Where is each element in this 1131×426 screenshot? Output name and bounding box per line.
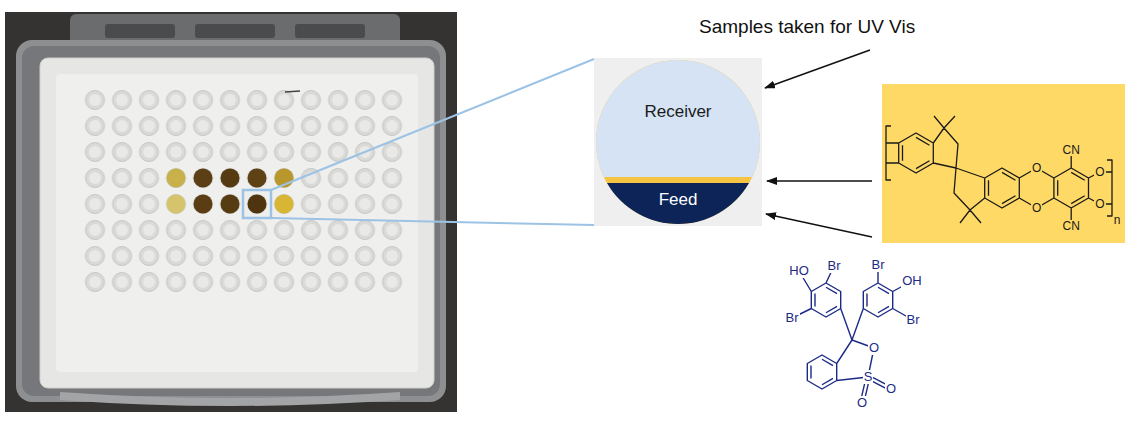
- highlight-box: [243, 190, 271, 218]
- receiver-region-fill: [596, 60, 760, 177]
- hinge-slot: [105, 24, 175, 38]
- atom-label: O: [1094, 166, 1105, 179]
- atom-label: n: [1113, 214, 1122, 227]
- leader-arrows-part: [765, 50, 870, 88]
- hinge-slot: [295, 24, 365, 38]
- atom-label: O: [885, 382, 897, 396]
- polymer-box: CN O O O O CN n: [882, 84, 1125, 243]
- pim-1-structure: [882, 84, 1125, 243]
- atom-label: HO: [788, 264, 810, 278]
- coloured-wells-part: [221, 169, 240, 188]
- coloured-wells-part: [248, 169, 267, 188]
- region-label: Receiver: [644, 102, 711, 122]
- coloured-wells-part: [221, 195, 240, 214]
- coloured-wells-part: [167, 169, 186, 188]
- holder-handle: [60, 392, 400, 406]
- coloured-wells-part: [194, 195, 213, 214]
- bench-background: [5, 12, 457, 412]
- atom-label: O: [856, 396, 868, 410]
- atom-label: Br: [827, 259, 842, 273]
- text-holder: Feed: [596, 183, 760, 210]
- wells: [82, 87, 406, 295]
- plate-mark: [285, 91, 300, 92]
- leader-arrows-part: [766, 214, 872, 237]
- bromophenol-blue-structure: [792, 265, 913, 403]
- atom-label: Br: [871, 258, 886, 272]
- region-label: Feed: [659, 190, 698, 210]
- bromophenol-blue-structure-part: [792, 265, 913, 403]
- atom-label: O: [868, 341, 880, 355]
- coloured-wells-part: [275, 195, 294, 214]
- feed-region: Feed: [596, 183, 760, 224]
- zoom-background: [594, 58, 762, 226]
- plate-top: [56, 74, 418, 372]
- coloured-wells-part: [167, 195, 186, 214]
- zoom-lines-part: [271, 218, 594, 225]
- atom-label: OH: [901, 274, 923, 288]
- feed-region-fill: [607, 183, 749, 224]
- annotation-text: Samples taken for UV Vis: [698, 17, 916, 37]
- coloured-wells-part: [248, 195, 267, 214]
- polymer-bonds: [886, 116, 1112, 223]
- receiver-region: Receiver: [596, 60, 760, 177]
- coloured-wells-part: [194, 169, 213, 188]
- atom-label: Br: [906, 313, 921, 327]
- coloured-wells: [167, 169, 294, 214]
- leader-arrows: [765, 50, 872, 237]
- text-holder: Receiver: [596, 60, 760, 122]
- atom-label: CN: [1062, 220, 1081, 233]
- atom-label: Br: [785, 311, 800, 325]
- atom-label: O: [1094, 198, 1105, 211]
- atom-label: O: [1031, 202, 1042, 215]
- zoom-lines-part: [271, 59, 594, 190]
- atom-label: CN: [1062, 144, 1081, 157]
- atom-label: S: [863, 370, 874, 384]
- leader-arrows-part: [767, 180, 872, 182]
- plate-photo: [5, 12, 457, 412]
- well-plate: [40, 58, 434, 388]
- zoom-lines: [271, 59, 594, 225]
- atom-label: O: [1031, 162, 1042, 175]
- hinge-slot: [195, 24, 275, 38]
- polymer-bonds-part: [886, 116, 1112, 223]
- membrane-band: [596, 60, 760, 224]
